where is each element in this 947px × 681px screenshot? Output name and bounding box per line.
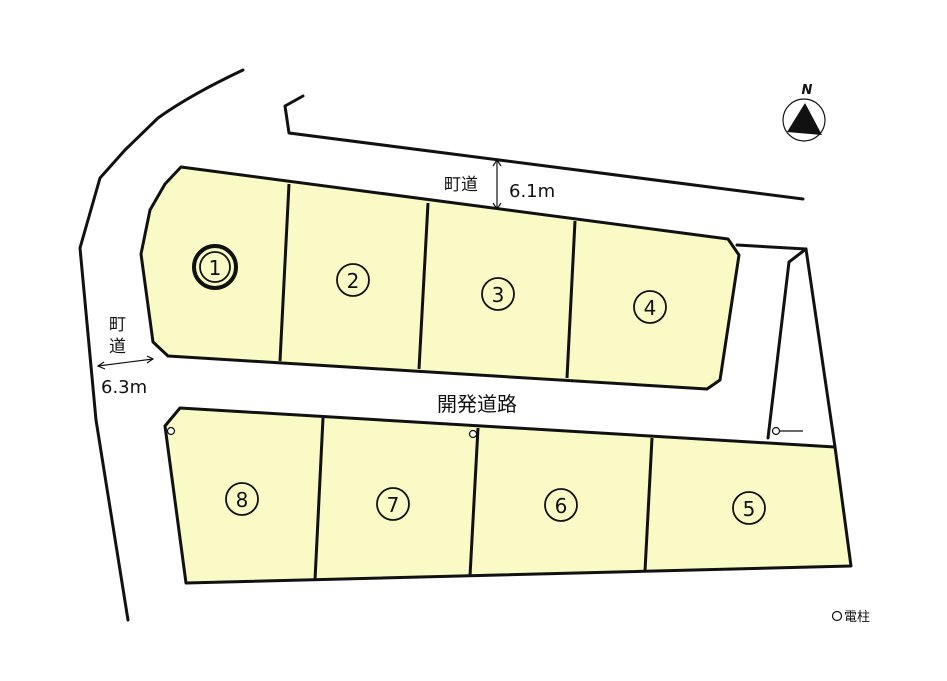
south-lot-block [163, 406, 853, 585]
lot-2-marker[interactable]: 2 [336, 263, 370, 297]
lot-8-marker[interactable]: 8 [225, 482, 259, 516]
utility-pole-icon [771, 426, 781, 436]
lot-number-6: 6 [555, 494, 568, 518]
west-road-edge [78, 68, 245, 622]
lot-1-highlight-ring [192, 244, 238, 290]
lot-divider [278, 183, 291, 362]
west-road-label-char-2: 道 [109, 337, 126, 357]
north-road-label: 町道 [444, 175, 478, 195]
lot-number-circle [732, 491, 766, 525]
north-arrow-icon [787, 103, 822, 135]
lot-number-7: 7 [387, 493, 400, 517]
lot-number-4: 4 [644, 296, 657, 320]
lot-number-circle [544, 488, 578, 522]
lot-6-marker[interactable]: 6 [544, 488, 578, 522]
lot-divider [417, 202, 430, 370]
west-road-width: 6.3m [101, 377, 147, 398]
arrow-heads [96, 355, 155, 370]
lot-divider [468, 427, 480, 577]
lot-7-marker[interactable]: 7 [376, 487, 410, 521]
lot-number-circle [633, 290, 667, 324]
lot-4-marker[interactable]: 4 [633, 290, 667, 324]
lot-number-3: 3 [492, 283, 505, 307]
legend: 電柱 [831, 610, 870, 625]
north-lot-block [139, 165, 741, 391]
lot-divider [565, 220, 577, 379]
lot-divider [643, 437, 654, 572]
lot-3-marker[interactable]: 3 [481, 277, 515, 311]
compass-label: N [802, 83, 813, 98]
east-path-inner-edge [766, 247, 808, 440]
lot-number-circle [225, 482, 259, 516]
lot-number-circle [376, 487, 410, 521]
lot-5-marker[interactable]: 5 [732, 491, 766, 525]
lot-1-marker[interactable]: 1 [192, 244, 238, 290]
north-road-width: 6.1m [509, 181, 555, 202]
north-road-edge [283, 94, 805, 201]
utility-pole-icon [468, 429, 478, 439]
west-road-label-char-1: 町 [109, 315, 126, 335]
lot-number-circle [336, 263, 370, 297]
lot-number-2: 2 [347, 269, 360, 293]
legend-pole-icon [831, 610, 843, 622]
lot-number-circle [199, 251, 231, 283]
development-road-label: 開発道路 [437, 392, 517, 416]
north-compass: N [782, 83, 826, 142]
utility-pole-icon [166, 426, 176, 436]
lot-number-5: 5 [743, 497, 756, 521]
lot-divider [313, 417, 325, 581]
lot-number-circle [481, 277, 515, 311]
lot-number-1: 1 [209, 256, 222, 280]
legend-pole-label: 電柱 [844, 610, 870, 625]
arrow-heads [492, 158, 502, 211]
lot-number-8: 8 [236, 488, 249, 512]
west-road-width-arrow [97, 358, 154, 367]
